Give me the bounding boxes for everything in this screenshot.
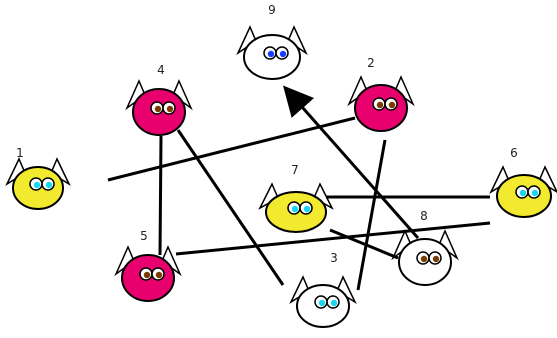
node-7[interactable]: 7 (260, 163, 332, 232)
nodes-layer: 1 2 3 4 5 6 7 8 9 (7, 3, 557, 327)
eye-pupil (167, 106, 173, 112)
edge-4-5 (160, 136, 161, 255)
node-label: 5 (140, 229, 148, 243)
node-label: 2 (367, 56, 375, 70)
eye-pupil (433, 256, 439, 262)
eye-pupil (280, 51, 286, 57)
node-label: 4 (157, 63, 165, 77)
eye-pupil (46, 182, 52, 188)
node-9[interactable]: 9 (238, 3, 306, 79)
eye-pupil (319, 300, 325, 306)
node-label: 9 (268, 3, 276, 17)
node-3[interactable]: 3 (291, 251, 355, 327)
node-label: 6 (510, 146, 518, 160)
node-4[interactable]: 4 (127, 63, 191, 135)
eye-pupil (389, 102, 395, 108)
node-6[interactable]: 6 (491, 146, 557, 217)
node-label: 7 (291, 163, 299, 177)
eye-pupil (144, 272, 150, 278)
eye-pupil (331, 300, 337, 306)
node-5[interactable]: 5 (116, 229, 180, 301)
edge-3-2 (358, 140, 385, 290)
eye-pupil (377, 102, 383, 108)
node-label: 3 (330, 251, 338, 265)
eye-pupil (532, 190, 538, 196)
eye-pupil (292, 206, 298, 212)
node-label: 8 (420, 209, 428, 223)
node-label: 1 (16, 146, 24, 160)
eye-pupil (421, 256, 427, 262)
eye-pupil (34, 182, 40, 188)
node-1[interactable]: 1 (7, 146, 69, 209)
eye-pupil (304, 206, 310, 212)
eye-pupil (156, 272, 162, 278)
eye-pupil (520, 190, 526, 196)
eye-pupil (155, 106, 161, 112)
node-2[interactable]: 2 (349, 56, 413, 131)
eye-pupil (268, 51, 274, 57)
